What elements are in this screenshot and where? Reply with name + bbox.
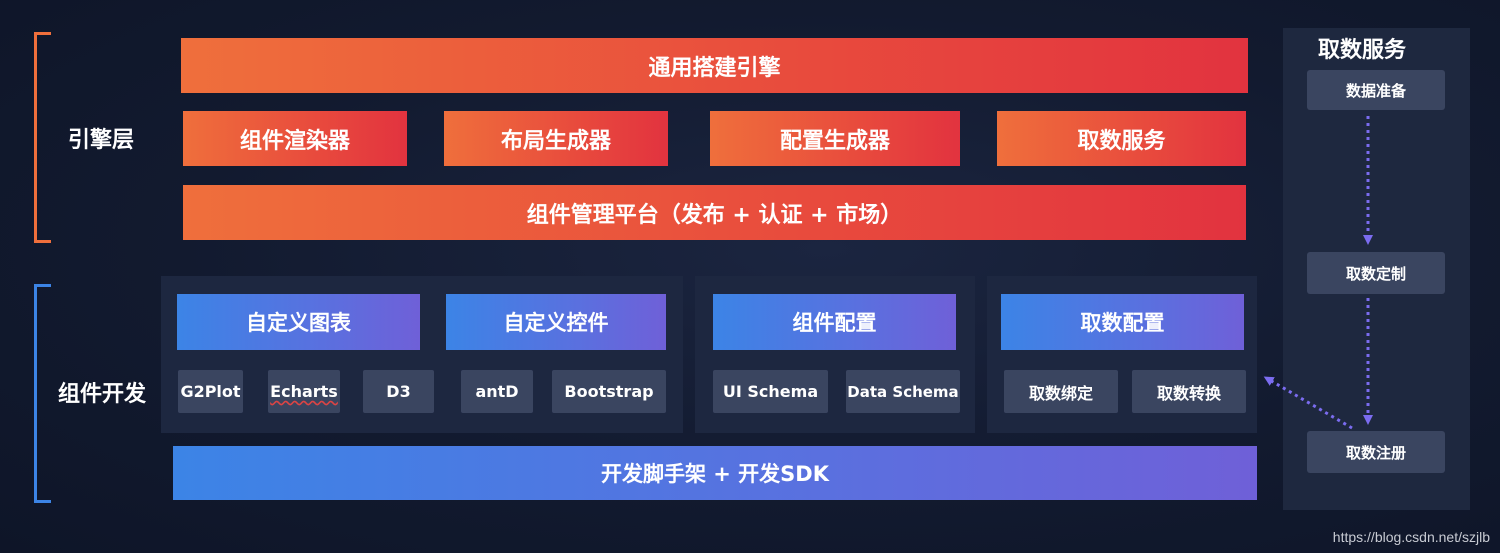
custom-control-header: 自定义控件 bbox=[446, 294, 666, 350]
step-data-prepare: 数据准备 bbox=[1307, 70, 1445, 110]
chip-echarts: Echarts bbox=[268, 370, 340, 413]
engine-layer-label: 引擎层 bbox=[68, 128, 135, 153]
chip-echarts-label: Echarts bbox=[270, 382, 338, 401]
chip-ui-schema: UI Schema bbox=[713, 370, 828, 413]
chip-d3: D3 bbox=[363, 370, 434, 413]
data-config-header: 取数配置 bbox=[1001, 294, 1244, 350]
sdk-bar: 开发脚手架 + 开发SDK bbox=[173, 446, 1257, 500]
watermark: https://blog.csdn.net/szjlb bbox=[1332, 529, 1490, 545]
config-generator-box: 配置生成器 bbox=[710, 111, 960, 166]
custom-chart-header: 自定义图表 bbox=[177, 294, 420, 350]
component-config-header: 组件配置 bbox=[713, 294, 956, 350]
component-renderer-box: 组件渲染器 bbox=[183, 111, 407, 166]
component-dev-bracket bbox=[34, 284, 51, 503]
chip-data-binding: 取数绑定 bbox=[1004, 370, 1118, 413]
chip-g2plot: G2Plot bbox=[178, 370, 243, 413]
chip-data-transform: 取数转换 bbox=[1132, 370, 1246, 413]
step-data-register: 取数注册 bbox=[1307, 431, 1445, 473]
component-dev-label: 组件开发 bbox=[58, 382, 147, 407]
step-data-customize: 取数定制 bbox=[1307, 252, 1445, 294]
chip-bootstrap: Bootstrap bbox=[552, 370, 666, 413]
chip-data-schema: Data Schema bbox=[846, 370, 960, 413]
data-service-panel-title: 取数服务 bbox=[1318, 38, 1407, 63]
layout-generator-box: 布局生成器 bbox=[444, 111, 668, 166]
component-platform-bar: 组件管理平台（发布 + 认证 + 市场） bbox=[183, 185, 1246, 240]
data-service-box: 取数服务 bbox=[997, 111, 1246, 166]
engine-layer-bracket bbox=[34, 32, 51, 243]
general-build-engine-bar: 通用搭建引擎 bbox=[181, 38, 1248, 93]
chip-antd: antD bbox=[461, 370, 533, 413]
